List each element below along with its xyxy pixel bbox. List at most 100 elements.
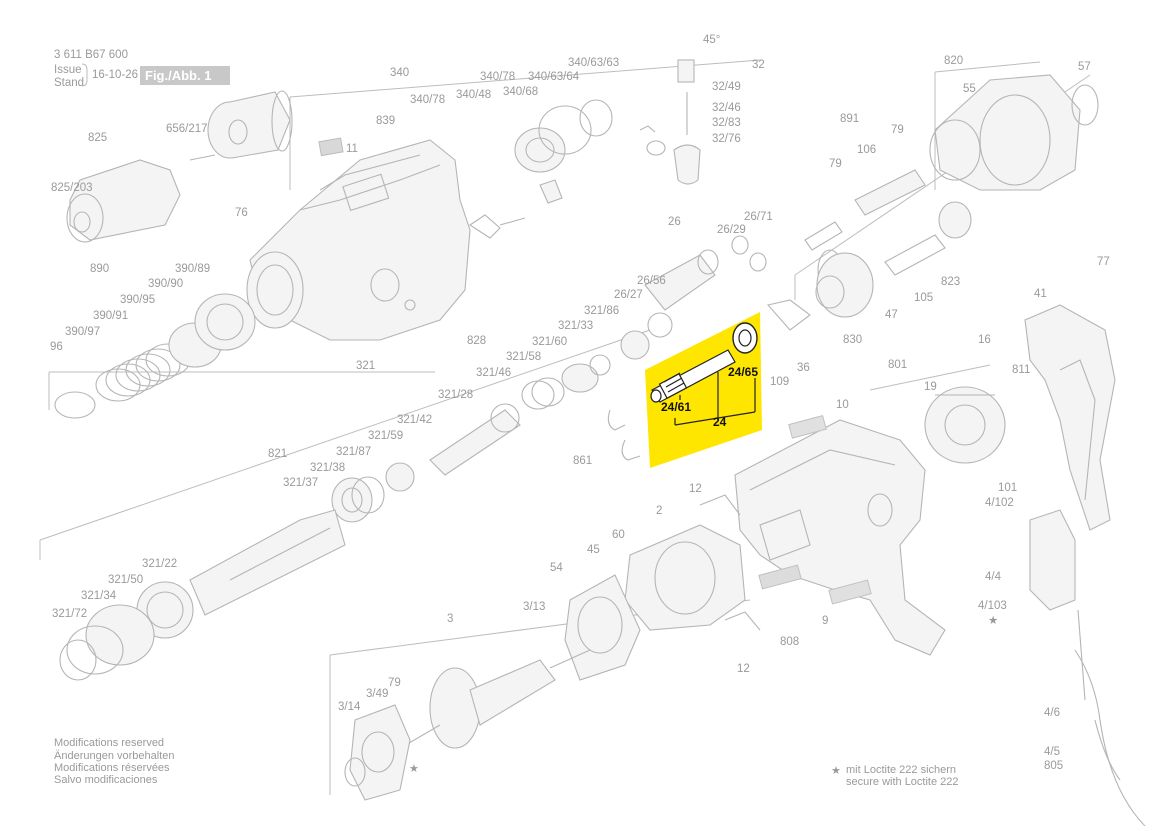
- label-825: 825: [88, 132, 107, 144]
- label-823: 823: [941, 276, 960, 288]
- label-340-68: 340/68: [503, 86, 538, 98]
- label-24-65: 24/65: [728, 365, 758, 379]
- stator-2: [624, 524, 746, 631]
- label-4-102: 4/102: [985, 497, 1014, 509]
- power-cord: [1074, 649, 1146, 827]
- small-parts: [699, 414, 872, 631]
- gear-housing: [246, 137, 471, 341]
- label-2: 2: [656, 505, 662, 517]
- label-105: 105: [914, 292, 933, 304]
- label-60: 60: [612, 529, 625, 541]
- label-321-22: 321/22: [142, 558, 177, 570]
- label-340-63-63: 340/63/63: [568, 57, 619, 69]
- doc-number: 3 611 B67 600: [54, 49, 128, 61]
- label-825-203: 825/203: [51, 182, 93, 194]
- label-340-48: 340/48: [456, 89, 491, 101]
- label-321-60: 321/60: [532, 336, 567, 348]
- label-45: 45: [587, 544, 600, 556]
- label-79c: 79: [388, 677, 401, 689]
- label-340: 340: [390, 67, 409, 79]
- note-reserved-de: Änderungen vorbehalten: [54, 750, 174, 762]
- end-shield-3-14: [344, 704, 411, 801]
- motor-housing-10: [734, 419, 946, 656]
- label-808: 808: [780, 636, 799, 648]
- label-32-46: 32/46: [712, 102, 741, 114]
- label-340-63-64: 340/63/64: [528, 71, 580, 83]
- motor-shield-820: [884, 74, 1099, 276]
- switch-4-4: [1029, 509, 1086, 701]
- label-19: 19: [924, 381, 937, 393]
- label-76: 76: [235, 207, 248, 219]
- label-55: 55: [963, 83, 976, 95]
- label-321: 321: [356, 360, 375, 372]
- brush-holder-801: [924, 386, 1006, 464]
- loctite-star: ★: [831, 765, 841, 777]
- label-839: 839: [376, 115, 395, 127]
- note-reserved-en: Modifications reserved: [54, 737, 164, 749]
- selector-switch: [639, 59, 701, 185]
- label-321-34: 321/34: [81, 590, 117, 602]
- label-321-72: 321/72: [52, 608, 87, 620]
- label-390-97: 390/97: [65, 326, 100, 338]
- label-321-38: 321/38: [310, 462, 345, 474]
- label-340-78: 340/78: [410, 94, 445, 106]
- pinion-shaft-24-61: [650, 349, 736, 403]
- label-57: 57: [1078, 61, 1091, 73]
- label-390-95: 390/95: [120, 294, 155, 306]
- label-390-90: 390/90: [148, 278, 183, 290]
- chuck-assembly: [66, 90, 293, 243]
- label-321-59: 321/59: [368, 430, 403, 442]
- clutch-rings: [468, 99, 613, 239]
- label-321-28: 321/28: [438, 389, 473, 401]
- label-4-5: 4/5: [1044, 746, 1060, 758]
- label-321-50: 321/50: [108, 574, 143, 586]
- label-830: 830: [843, 334, 862, 346]
- label-4-6: 4/6: [1044, 707, 1060, 719]
- label-96: 96: [50, 341, 63, 353]
- part-labels: 340 340/78 340/48 340/78 340/68 340/63/6…: [50, 34, 1110, 772]
- label-11: 11: [346, 143, 358, 155]
- star-3-14: ★: [409, 763, 419, 775]
- label-3-49: 3/49: [366, 688, 388, 700]
- label-811: 811: [1012, 364, 1030, 376]
- label-47: 47: [885, 309, 898, 321]
- stand-label: Stand: [54, 77, 84, 89]
- label-321-42: 321/42: [397, 414, 432, 426]
- label-390-91: 390/91: [93, 310, 128, 322]
- note-loctite-de: mit Loctite 222 sichern: [846, 764, 956, 776]
- label-820: 820: [944, 55, 963, 67]
- highlight-background: [645, 312, 762, 468]
- bearing-24-65: [732, 322, 758, 354]
- label-79b: 79: [829, 158, 842, 170]
- label-32-49: 32/49: [712, 81, 741, 93]
- label-321-58: 321/58: [506, 351, 541, 363]
- label-12a: 12: [689, 483, 702, 495]
- label-16: 16: [978, 334, 991, 346]
- label-3: 3: [447, 613, 453, 625]
- label-26-29: 26/29: [717, 224, 746, 236]
- hammer-tube: [59, 403, 521, 681]
- label-3-14: 3/14: [338, 701, 361, 713]
- label-656-217: 656/217: [166, 123, 208, 135]
- label-891: 891: [840, 113, 859, 125]
- label-41: 41: [1034, 288, 1047, 300]
- fan-baffle-45: [564, 574, 641, 681]
- label-79a: 79: [891, 124, 904, 136]
- label-54: 54: [550, 562, 563, 574]
- note-reserved-es: Salvo modificaciones: [54, 774, 158, 786]
- label-26-71: 26/71: [744, 211, 773, 223]
- handle-41: [1024, 304, 1116, 531]
- armature-3: [379, 649, 591, 761]
- label-321-37: 321/37: [283, 477, 318, 489]
- label-321-33: 321/33: [558, 320, 593, 332]
- label-32-76: 32/76: [712, 133, 741, 145]
- label-36: 36: [797, 362, 810, 374]
- star-4-103: ★: [988, 615, 998, 627]
- intermediate-shaft: [521, 235, 767, 410]
- label-45-degree: 45°: [703, 34, 720, 46]
- figure-label: Fig./Abb. 1: [145, 68, 211, 83]
- label-821: 821: [268, 448, 287, 460]
- label-340-78b: 340/78: [480, 71, 515, 83]
- group-brackets: [39, 59, 1091, 795]
- label-12b: 12: [737, 663, 750, 675]
